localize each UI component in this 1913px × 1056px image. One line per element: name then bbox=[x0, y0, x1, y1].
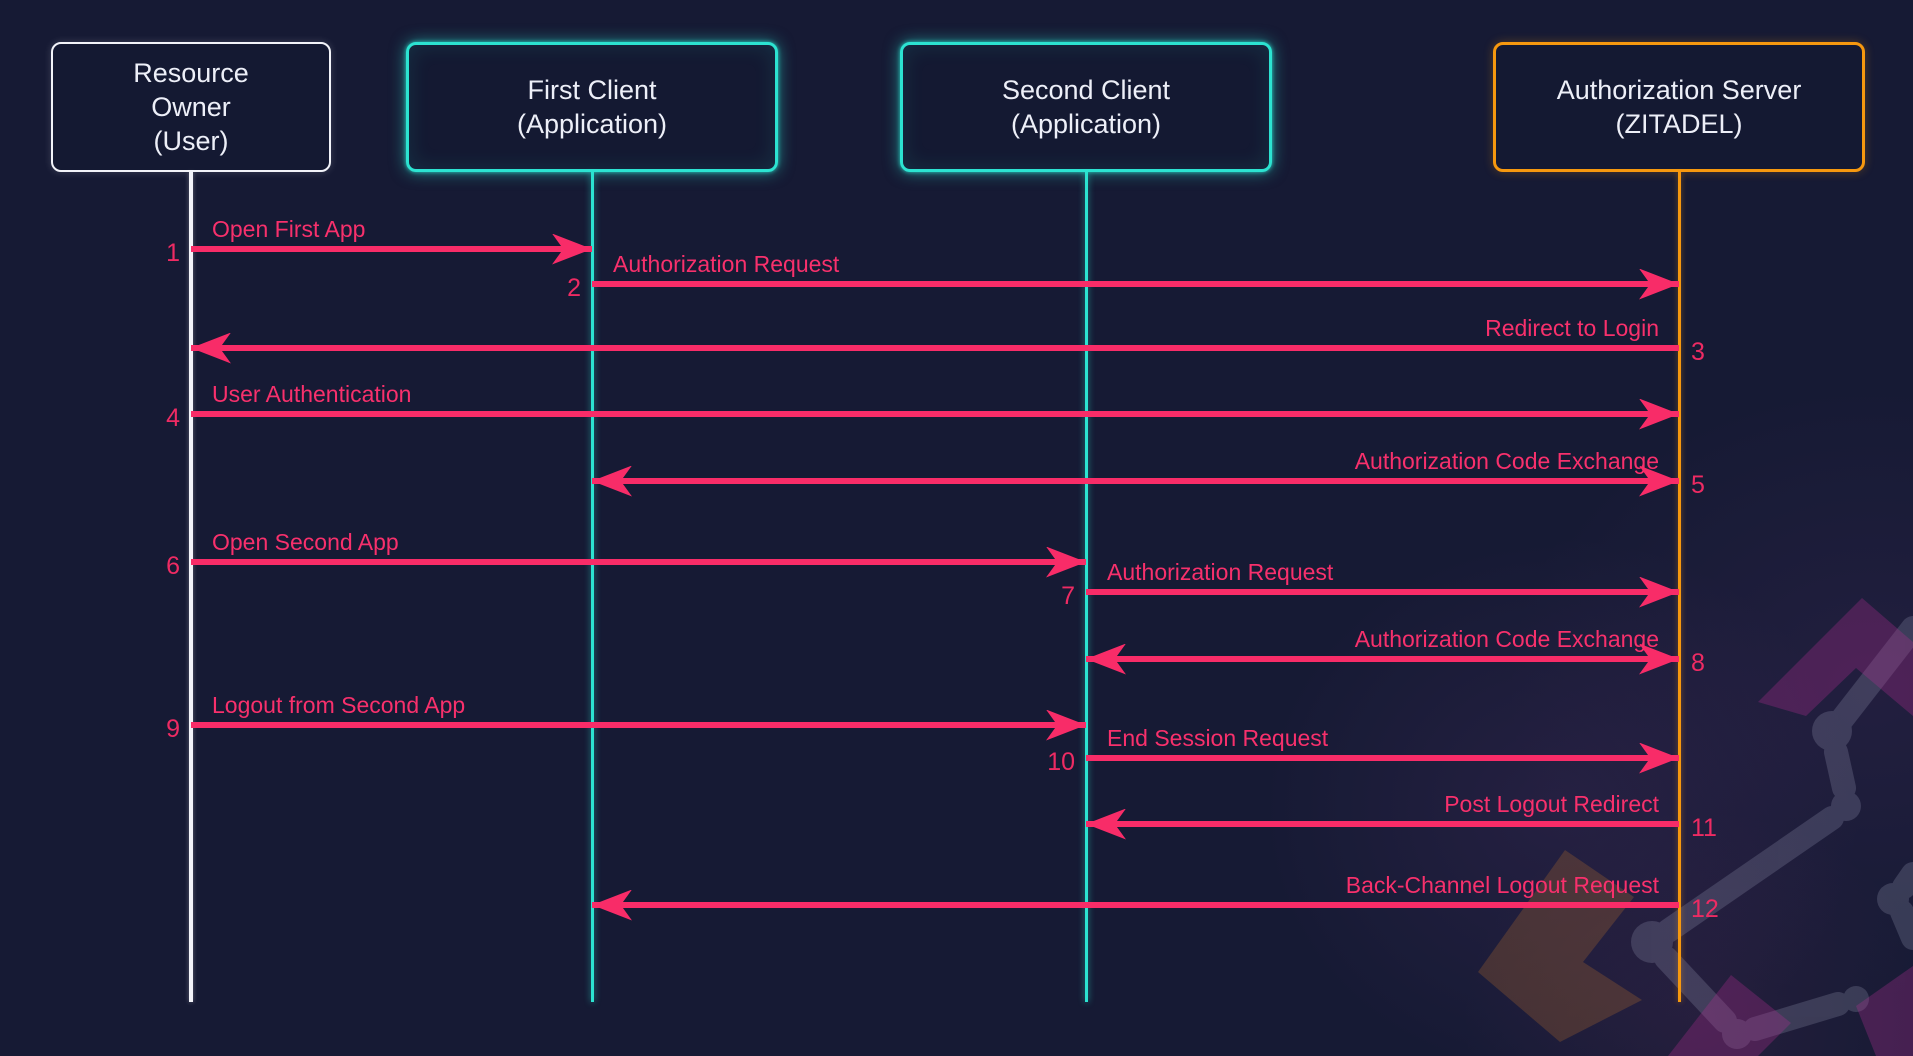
message-line-5 bbox=[592, 478, 1679, 484]
message-number-3: 3 bbox=[1691, 338, 1705, 366]
message-line-8 bbox=[1086, 656, 1679, 662]
lifeline-resource-owner bbox=[189, 172, 193, 1002]
actor-label-line: (ZITADEL) bbox=[1615, 109, 1743, 139]
lifeline-second-client bbox=[1084, 172, 1088, 1002]
message-number-12: 12 bbox=[1691, 895, 1719, 923]
actor-label-line: Owner bbox=[151, 92, 231, 122]
lifeline-authorization-server bbox=[1677, 172, 1681, 1002]
message-number-9: 9 bbox=[166, 715, 180, 743]
actor-box-first-client: First Client (Application) bbox=[406, 42, 778, 172]
message-label-9: Logout from Second App bbox=[212, 692, 466, 718]
actor-box-second-client: Second Client (Application) bbox=[900, 42, 1272, 172]
actor-label-line: (User) bbox=[153, 126, 229, 156]
message-number-8: 8 bbox=[1691, 649, 1705, 677]
message-label-2: Authorization Request bbox=[613, 251, 840, 277]
message-line-10 bbox=[1086, 755, 1679, 761]
actor-label-line: Second Client bbox=[1001, 75, 1171, 105]
message-label-11: Post Logout Redirect bbox=[1444, 791, 1659, 817]
message-number-6: 6 bbox=[166, 552, 180, 580]
actor-label-line: Authorization Server bbox=[1556, 75, 1802, 105]
message-label-6: Open Second App bbox=[212, 529, 399, 555]
message-line-1 bbox=[191, 246, 592, 252]
message-label-4: User Authentication bbox=[212, 381, 412, 407]
message-line-9 bbox=[191, 722, 1086, 728]
message-label-12: Back-Channel Logout Request bbox=[1345, 872, 1659, 898]
message-line-2 bbox=[592, 281, 1679, 287]
message-number-5: 5 bbox=[1691, 471, 1705, 499]
message-line-12 bbox=[592, 902, 1679, 908]
actor-label-line: (Application) bbox=[1010, 109, 1162, 139]
message-label-3: Redirect to Login bbox=[1485, 315, 1659, 341]
message-line-6 bbox=[191, 559, 1086, 565]
message-label-7: Authorization Request bbox=[1107, 559, 1334, 585]
message-line-3 bbox=[191, 345, 1679, 351]
message-number-4: 4 bbox=[166, 404, 180, 432]
message-number-2: 2 bbox=[567, 274, 581, 302]
actor-label-line: Resource bbox=[133, 58, 249, 88]
message-label-1: Open First App bbox=[212, 216, 366, 242]
message-line-4 bbox=[191, 411, 1679, 417]
message-number-1: 1 bbox=[166, 239, 180, 267]
actor-label-line: (Application) bbox=[516, 109, 668, 139]
message-number-10: 10 bbox=[1047, 748, 1075, 776]
message-number-11: 11 bbox=[1691, 814, 1717, 842]
actor-box-authorization-server: Authorization Server (ZITADEL) bbox=[1493, 42, 1865, 172]
message-label-10: End Session Request bbox=[1107, 725, 1329, 751]
message-label-8: Authorization Code Exchange bbox=[1354, 626, 1659, 652]
message-line-7 bbox=[1086, 589, 1679, 595]
lifeline-first-client bbox=[590, 172, 594, 1002]
actor-label-line: First Client bbox=[527, 75, 657, 105]
message-label-5: Authorization Code Exchange bbox=[1354, 448, 1659, 474]
message-line-11 bbox=[1086, 821, 1679, 827]
message-number-7: 7 bbox=[1061, 582, 1075, 610]
